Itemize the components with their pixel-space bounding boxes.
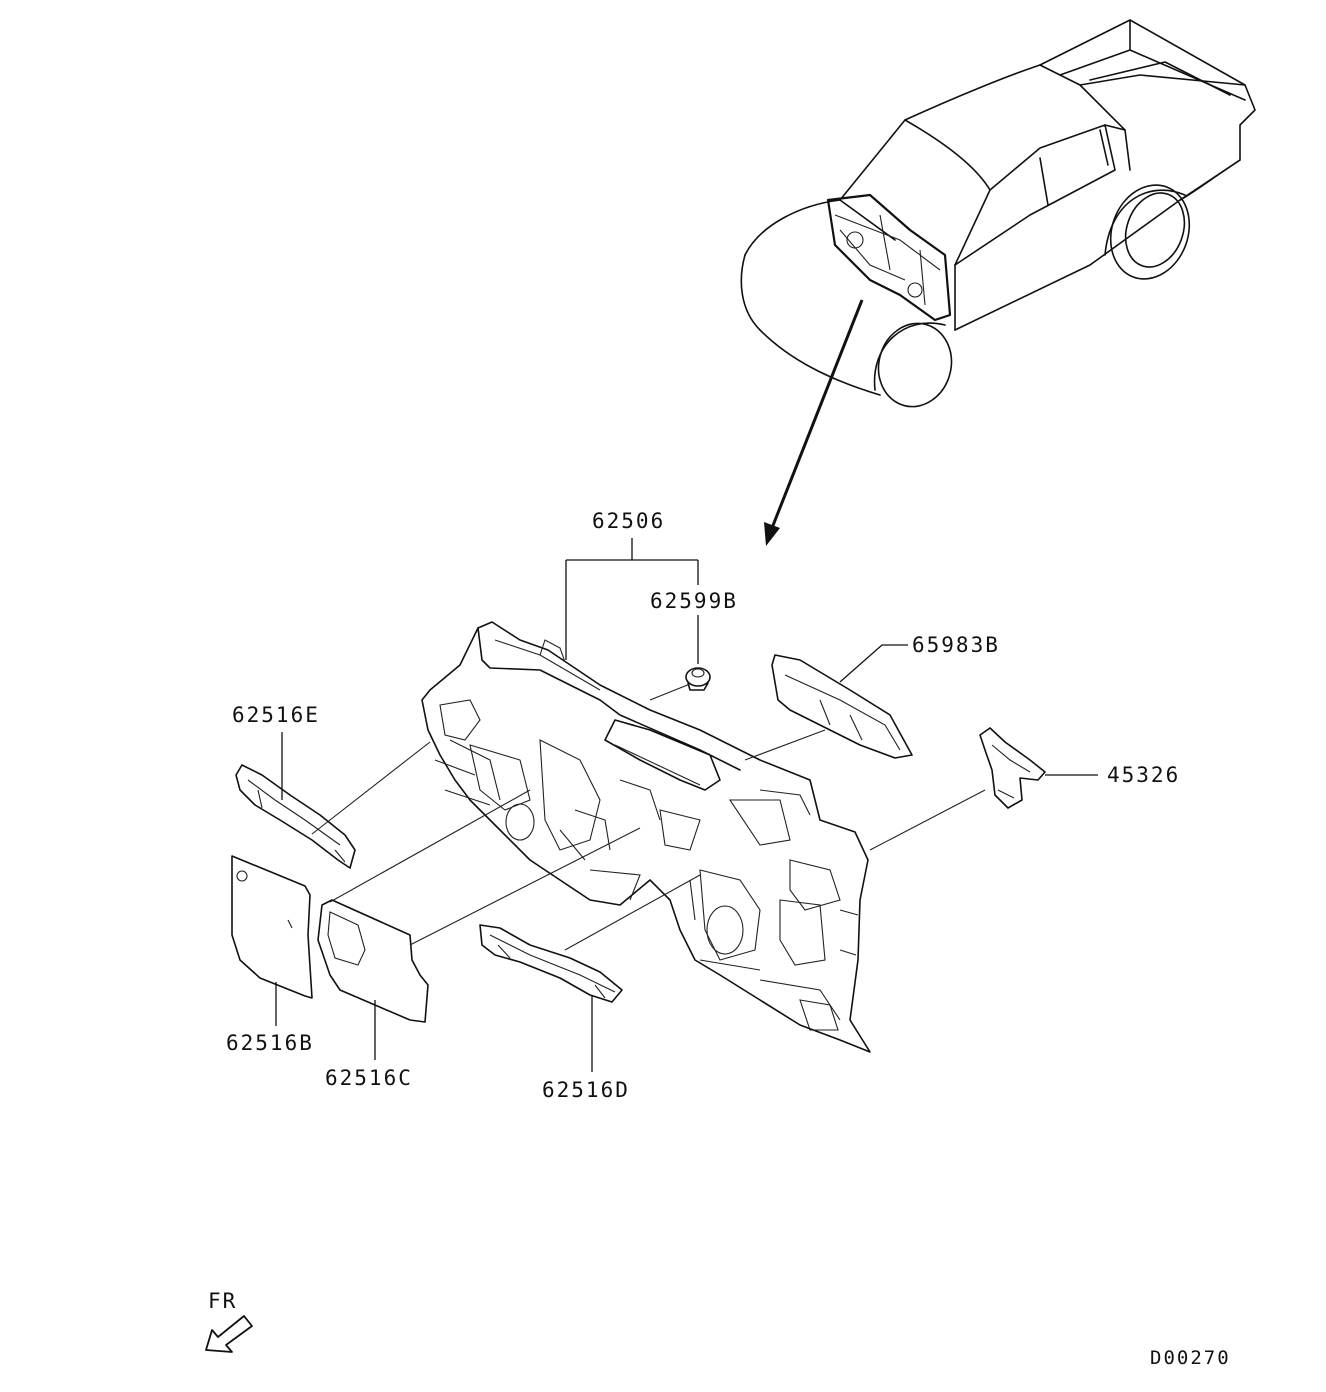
front-label: FR — [208, 1289, 237, 1313]
leader-lines — [275, 538, 1098, 1072]
bracket-45326 — [979, 727, 1046, 809]
label-45326[interactable]: 45326 — [1107, 763, 1180, 787]
truck-outline — [740, 19, 1256, 408]
pad-62516e — [235, 764, 356, 869]
pad-62516b — [231, 855, 313, 999]
label-62506[interactable]: 62506 — [592, 509, 665, 533]
label-62516c[interactable]: 62516C — [325, 1066, 413, 1090]
diagram-code: D00270 — [1150, 1347, 1231, 1369]
label-65983b[interactable]: 65983B — [912, 633, 1000, 657]
pad-65983b — [771, 654, 913, 759]
label-62516d[interactable]: 62516D — [542, 1078, 630, 1102]
front-indicator: FR — [205, 1289, 253, 1353]
pad-62516d — [479, 924, 623, 1003]
part-labels: 62506 62599B 65983B 45326 62516E 62516B … — [226, 509, 1180, 1102]
label-62599b[interactable]: 62599B — [650, 589, 738, 613]
clip-part — [685, 667, 711, 691]
label-62516e[interactable]: 62516E — [232, 703, 320, 727]
dash-insulator-main — [421, 621, 871, 1053]
front-arrow-icon — [205, 1315, 253, 1353]
pad-62516c — [317, 899, 429, 1023]
location-arrow — [764, 299, 864, 546]
label-62516b[interactable]: 62516B — [226, 1031, 314, 1055]
